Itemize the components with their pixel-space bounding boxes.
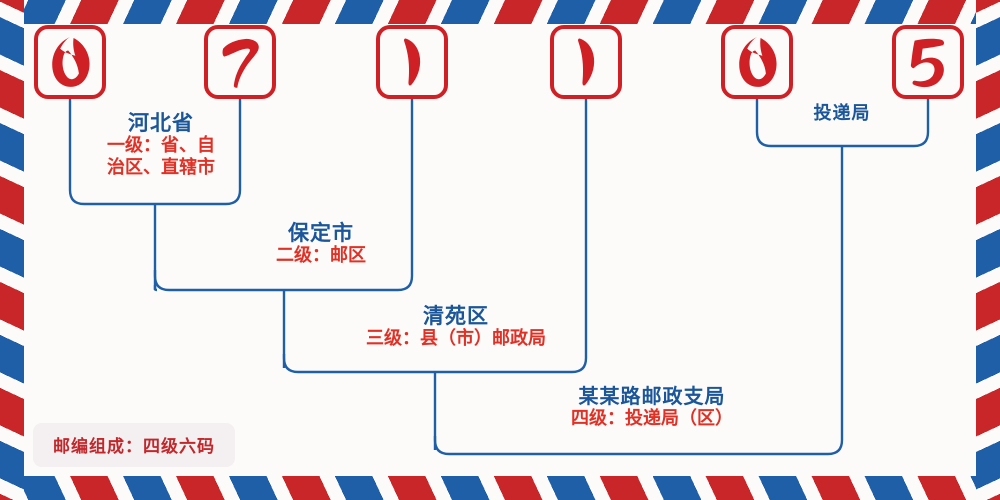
delivery-office-title: 投递局 — [813, 103, 871, 123]
level-1-label: 河北省 一级：省、自 治区、直辖市 — [76, 111, 246, 179]
level-4-title: 某某路邮政支局 — [578, 386, 726, 408]
bracket-level-4 — [433, 160, 844, 456]
brush-digit-five-icon — [910, 38, 945, 88]
level-2-title: 保定市 — [288, 221, 354, 245]
brush-digit-zero-icon — [739, 37, 777, 87]
postcode-digit-2[interactable] — [204, 25, 276, 99]
airmail-border-bottom — [0, 476, 1000, 500]
brush-digit-seven-icon — [222, 38, 259, 88]
brush-digit-one-icon — [578, 38, 595, 86]
level-2-label: 保定市 二级：邮区 — [196, 221, 446, 267]
level-3-title: 清苑区 — [423, 304, 489, 328]
delivery-office-label: 投递局 — [742, 103, 942, 124]
postcode-digit-4[interactable] — [550, 25, 622, 99]
postcode-digit-5[interactable] — [721, 25, 793, 99]
level-4-subtitle: 四级：投递局（区） — [571, 408, 733, 428]
airmail-border-left — [0, 0, 24, 500]
postcode-composition-badge: 邮编组成：四级六码 — [33, 423, 235, 467]
brush-digit-one-icon — [404, 38, 421, 86]
airmail-border-right — [976, 0, 1000, 500]
level-1-title: 河北省 — [128, 111, 194, 135]
airmail-border-top — [0, 0, 1000, 24]
level-3-label: 清苑区 三级：县（市）邮政局 — [296, 304, 616, 350]
envelope-inner-field — [24, 24, 976, 476]
level-4-label: 某某路邮政支局 四级：投递局（区） — [452, 386, 852, 430]
level-1-subtitle: 一级：省、自 治区、直辖市 — [107, 135, 215, 178]
postcode-digit-1[interactable] — [34, 25, 106, 99]
postcode-digit-6[interactable] — [892, 25, 964, 99]
level-3-subtitle: 三级：县（市）邮政局 — [366, 328, 546, 349]
level-2-subtitle: 二级：邮区 — [276, 245, 366, 266]
postcode-digit-3[interactable] — [376, 25, 448, 99]
brush-digit-zero-icon — [52, 37, 90, 87]
